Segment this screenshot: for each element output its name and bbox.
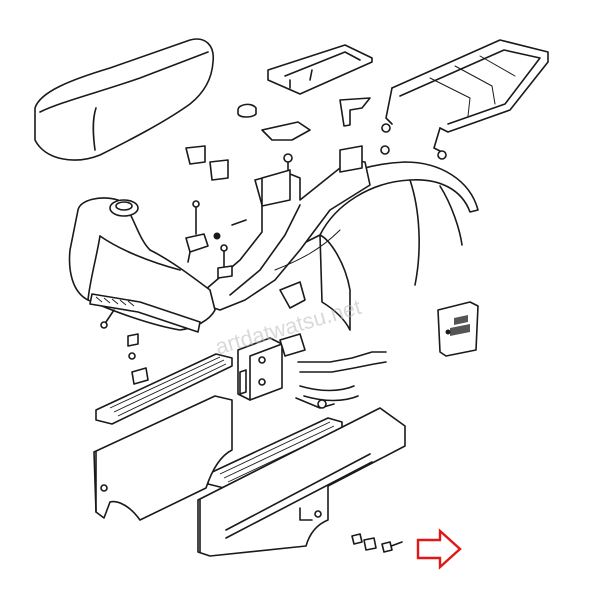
center-stand xyxy=(237,333,387,409)
seat-brackets xyxy=(185,97,371,181)
right-side-panel xyxy=(197,407,406,557)
fuel-tap xyxy=(185,200,247,279)
right-arrow-icon xyxy=(416,528,462,570)
left-footboard xyxy=(95,353,233,425)
seat xyxy=(34,38,215,161)
screw-set xyxy=(351,533,403,553)
fuel-tank xyxy=(68,197,216,333)
side-cover-plate xyxy=(437,301,479,357)
battery-tray xyxy=(267,44,373,95)
luggage-rack xyxy=(380,39,549,160)
left-fasteners xyxy=(100,309,149,385)
main-frame xyxy=(204,145,371,311)
left-side-panel xyxy=(93,395,233,521)
